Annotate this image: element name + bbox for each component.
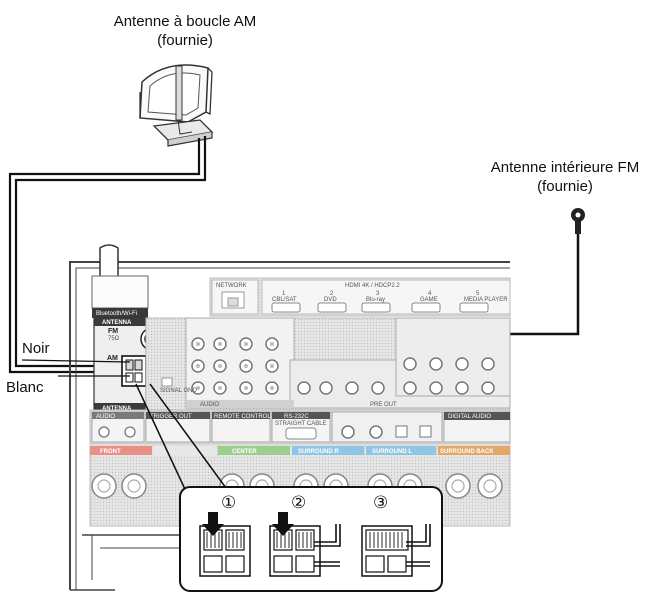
bluetooth-wifi-antenna: Bluetooth/Wi-Fi (91, 244, 149, 319)
front-speaker-text: FRONT (100, 449, 121, 455)
digital-audio-text: DIGITAL AUDIO (448, 414, 491, 420)
hdmi-port (361, 302, 391, 313)
audio-section-text: AUDIO (200, 402, 219, 408)
rear-panel-top: NETWORK HDMI 4K / HDCP2.2 1 CBL/SAT 2 DV… (209, 277, 511, 317)
hdmi-text: HDMI 4K / HDCP2.2 (345, 283, 400, 289)
step-3-number: ③ (373, 493, 388, 512)
white-wire-label: Blanc (6, 379, 44, 396)
fm-antenna-supplied: (fournie) (537, 178, 593, 195)
fm-impedance-text: 75Ω (108, 336, 120, 342)
bluetooth-wifi-text: Bluetooth/Wi-Fi (96, 311, 137, 317)
hdmi-input-label: Blu-ray (366, 297, 385, 303)
step-3-terminal (361, 524, 431, 577)
center-speaker-text: CENTER (232, 449, 257, 455)
rear-panel-control-row: AUDIO TRIGGER OUT REMOTE CONTROL RS-232C… (89, 409, 511, 445)
black-wire-label: Noir (22, 340, 50, 357)
hdmi-port (459, 302, 489, 313)
am-antenna-supplied: (fournie) (157, 32, 213, 49)
fm-antenna-name: Antenne intérieure FM (490, 159, 640, 176)
rs232c-text: RS-232C (284, 414, 309, 420)
am-terminal-zoom-callout: ① ② ③ (179, 486, 443, 592)
audio-input-text: AUDIO (96, 414, 115, 420)
network-text: NETWORK (216, 283, 247, 289)
surround-r-speaker-text: SURROUND R (298, 449, 339, 455)
am-terminal-text: AM (107, 355, 118, 362)
hdmi-number: 4 (428, 291, 432, 297)
step-2-number: ② (291, 493, 306, 512)
hdmi-input-label: GAME (420, 297, 438, 303)
hdmi-number: 5 (476, 291, 480, 297)
step-2-terminal (269, 512, 341, 577)
hdmi-port (317, 302, 347, 313)
hdmi-port-row: 1 CBL/SAT 2 DVD 3 Blu-ray 4 GAME 5 MEDIA… (271, 291, 508, 313)
am-loop-antenna (139, 64, 214, 147)
fm-terminal-text: FM (108, 328, 118, 335)
remote-control-text: REMOTE CONTROL (214, 414, 271, 420)
hdmi-input-label: MEDIA PLAYER (464, 297, 508, 303)
surround-back-speaker-text: SURROUND BACK (440, 449, 494, 455)
wire-leader-lines (21, 359, 131, 377)
straight-cable-text: STRAIGHT CABLE (275, 421, 327, 427)
antenna-bottom-text: ANTENNA (102, 406, 132, 412)
antenna-top-text: ANTENNA (102, 320, 132, 326)
hdmi-input-label: DVD (324, 297, 337, 303)
zoom-callout-lines (135, 383, 227, 501)
am-loop-antenna-label: Antenne à boucle AM (fournie) (60, 12, 310, 50)
step-1-terminal (199, 512, 251, 577)
hdmi-port (411, 302, 441, 313)
pre-out-text: PRE OUT (370, 402, 397, 408)
step-1-number: ① (221, 493, 236, 512)
hdmi-number: 2 (330, 291, 334, 297)
hdmi-input-label: CBL/SAT (272, 297, 297, 303)
hdmi-number: 3 (376, 291, 380, 297)
rear-panel-middle: SIGNAL GND AUDIO PRE OUT (145, 317, 511, 411)
am-antenna-cable (8, 136, 207, 374)
trigger-out-text: TRIGGER OUT (150, 414, 192, 420)
hdmi-number: 1 (282, 291, 286, 297)
am-antenna-name: Antenne à boucle AM (113, 13, 257, 30)
signal-gnd-text: SIGNAL GND (160, 388, 197, 394)
hdmi-port (271, 302, 301, 313)
am-terminal-block (121, 355, 147, 387)
fm-indoor-antenna-label: Antenne intérieure FM (fournie) (460, 158, 670, 196)
surround-l-speaker-text: SURROUND L (372, 449, 412, 455)
